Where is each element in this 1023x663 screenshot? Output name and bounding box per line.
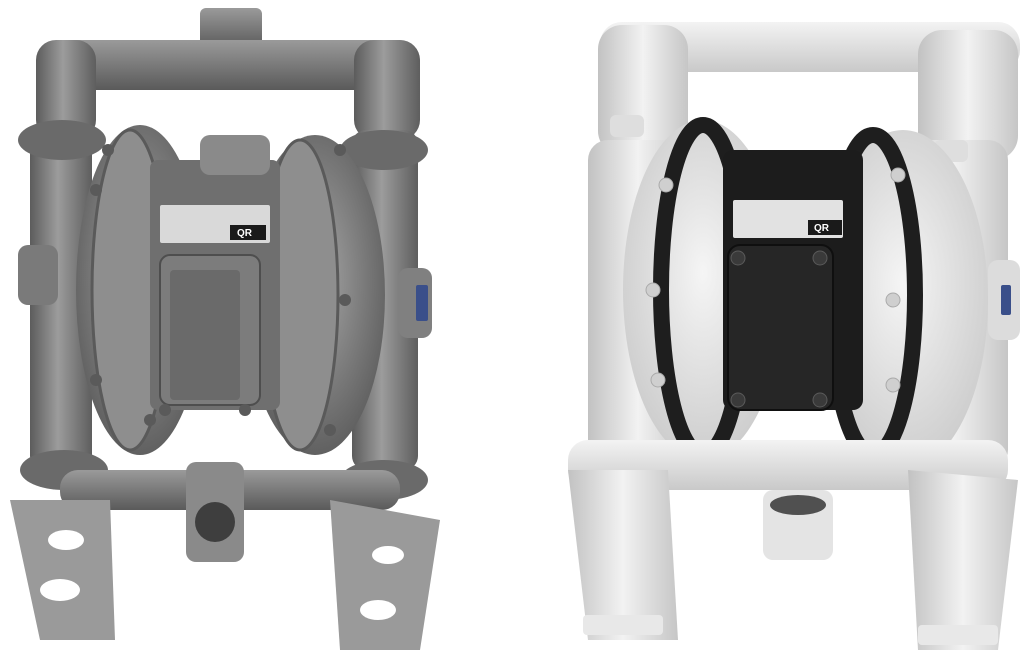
qr-badge [230,225,266,240]
pump-left: QR [0,0,470,663]
qr-badge [808,220,842,235]
top-manifold [40,40,420,90]
top-manifold [600,22,1020,72]
outlet-port [770,495,826,515]
bottom-manifold [568,440,1008,490]
bolts [90,144,351,436]
pump-left-drawing: QR [10,8,440,650]
left-column [30,130,92,470]
top-port [200,8,262,48]
qr-badge-text: QR [237,228,253,239]
pump-right: QR [548,0,1023,663]
left-foot [568,470,678,640]
left-foot [10,500,115,640]
right-foot [908,470,1018,650]
outlet-port [195,502,235,542]
pump-right-drawing: QR [568,22,1020,650]
right-foot [330,500,440,650]
bolts [645,167,906,393]
qr-badge-text: QR [814,223,830,234]
valve-cover [727,244,834,411]
